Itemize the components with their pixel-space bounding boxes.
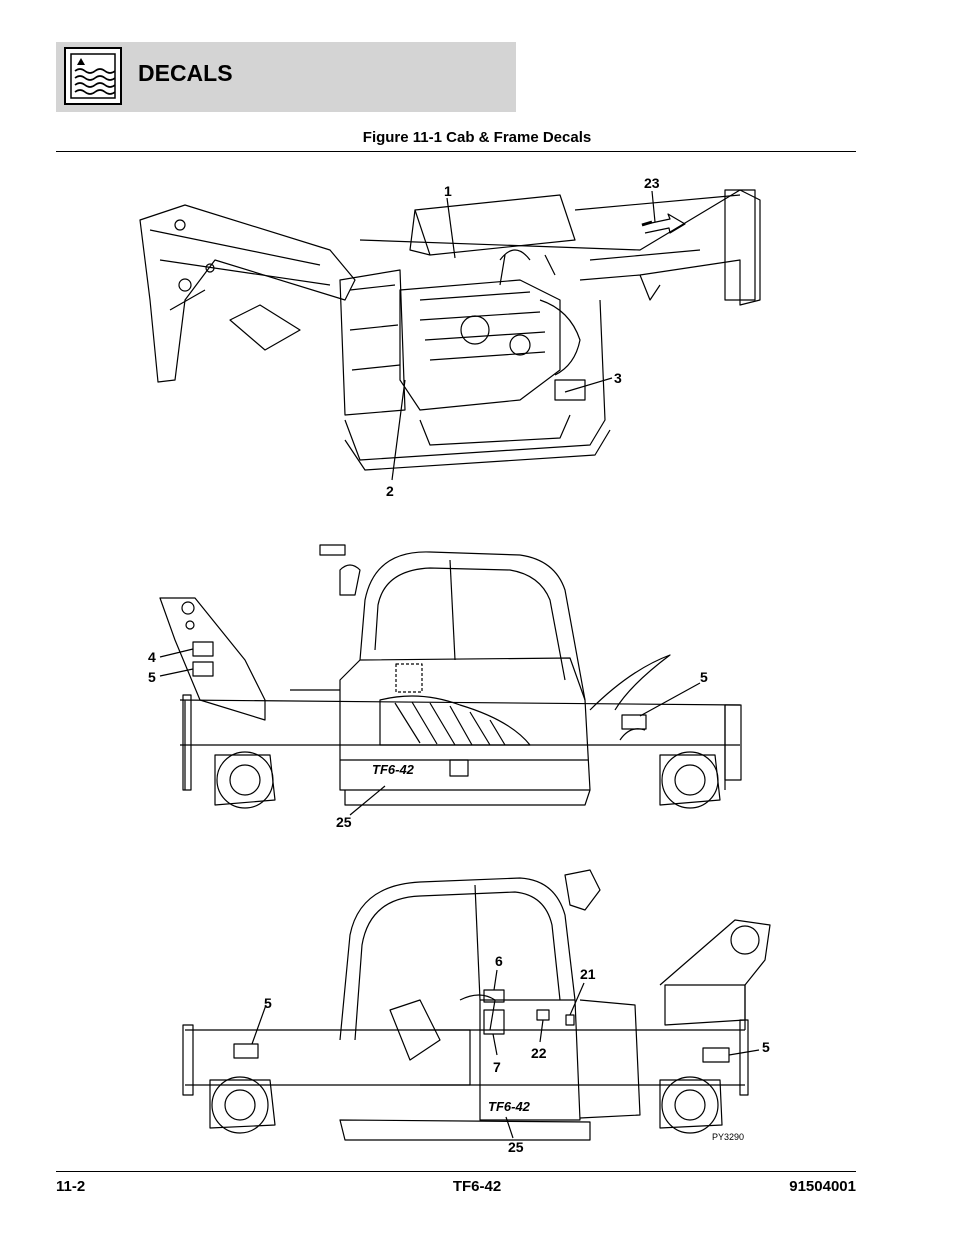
top-rule (56, 151, 856, 152)
bottom-rule (56, 1171, 856, 1172)
callout-4: 4 (148, 649, 156, 665)
model-name: TF6-42 (452, 1178, 502, 1195)
page-number: 11-2 (56, 1178, 86, 1195)
callout-5-right-rear: 5 (264, 995, 272, 1011)
top-view-drawing (139, 189, 761, 471)
callout-2: 2 (386, 483, 394, 499)
callout-3: 3 (614, 370, 622, 386)
part-number: 91504001 (789, 1178, 856, 1195)
callout-23: 23 (644, 175, 660, 191)
callout-5-left-front: 5 (700, 669, 708, 685)
right-side-tf642-logo: TF6-42 (488, 1099, 531, 1114)
callout-1: 1 (444, 183, 452, 199)
callout-21: 21 (580, 966, 596, 982)
left-side-drawing (159, 544, 742, 809)
figure-title: Figure 11-1 Cab & Frame Decals (362, 129, 592, 146)
callout-6: 6 (495, 953, 503, 969)
decal-wave-icon-graphic (70, 53, 116, 99)
section-title: DECALS (138, 60, 233, 86)
right-side-drawing (182, 869, 771, 1141)
callout-5-left-rear: 5 (148, 669, 156, 685)
callout-25-left: 25 (336, 814, 352, 830)
callout-22: 22 (531, 1045, 547, 1061)
callout-7: 7 (493, 1059, 501, 1075)
figure-reference: PY3290 (712, 1132, 744, 1142)
decal-wave-icon (64, 47, 122, 105)
callout-5-right-front: 5 (762, 1039, 770, 1055)
left-side-tf642-logo: TF6-42 (372, 762, 415, 777)
header-band: DECALS (56, 42, 516, 112)
callout-25-right: 25 (508, 1139, 524, 1155)
callout-leaders (159, 190, 760, 1139)
